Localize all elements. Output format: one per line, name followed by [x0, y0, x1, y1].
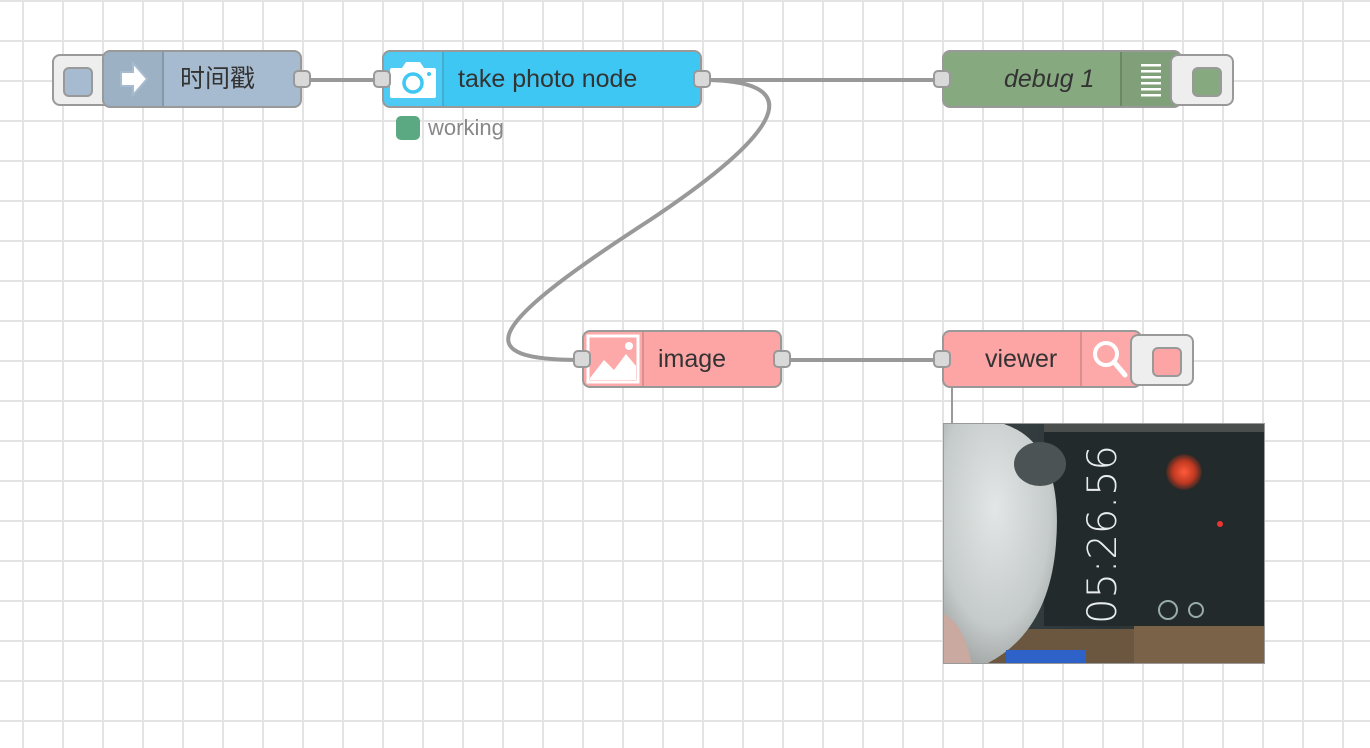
debug-input-port[interactable]	[933, 70, 951, 88]
wire-take-photo-to-image[interactable]	[506, 78, 772, 362]
camera-icon	[384, 52, 444, 106]
viewer-toggle-inner[interactable]	[1152, 347, 1182, 377]
preview-clock-text: 05:26.56	[1080, 445, 1126, 624]
inject-node[interactable]: 时间戳	[102, 50, 311, 108]
take-photo-node[interactable]: take photo node	[373, 50, 711, 108]
debug-node[interactable]: debug 1	[933, 50, 1182, 108]
inject-button-inner[interactable]	[63, 67, 93, 97]
take-photo-input-port[interactable]	[373, 70, 391, 88]
viewer-toggle-button[interactable]	[1130, 334, 1194, 386]
status-text: working	[428, 115, 504, 140]
take-photo-node-label: take photo node	[458, 65, 638, 93]
camera-preview-image: 05:26.56	[943, 423, 1265, 664]
image-icon	[584, 332, 644, 386]
debug-toggle-button[interactable]	[1170, 54, 1234, 106]
viewer-node-label: viewer	[985, 345, 1058, 373]
debug-node-label: debug 1	[1004, 65, 1095, 93]
viewer-input-port[interactable]	[933, 350, 951, 368]
arrow-in-icon	[104, 52, 164, 106]
viewer-node[interactable]: viewer	[933, 330, 1142, 388]
image-node-label: image	[658, 345, 727, 373]
debug-toggle-inner[interactable]	[1192, 67, 1222, 97]
inject-node-label: 时间戳	[180, 65, 256, 93]
image-input-port[interactable]	[573, 350, 591, 368]
take-photo-output-port[interactable]	[693, 70, 711, 88]
preview-connector	[951, 388, 953, 424]
image-output-port[interactable]	[773, 350, 791, 368]
image-node[interactable]: image	[573, 330, 791, 388]
status-indicator-icon	[396, 116, 420, 140]
inject-output-port[interactable]	[293, 70, 311, 88]
